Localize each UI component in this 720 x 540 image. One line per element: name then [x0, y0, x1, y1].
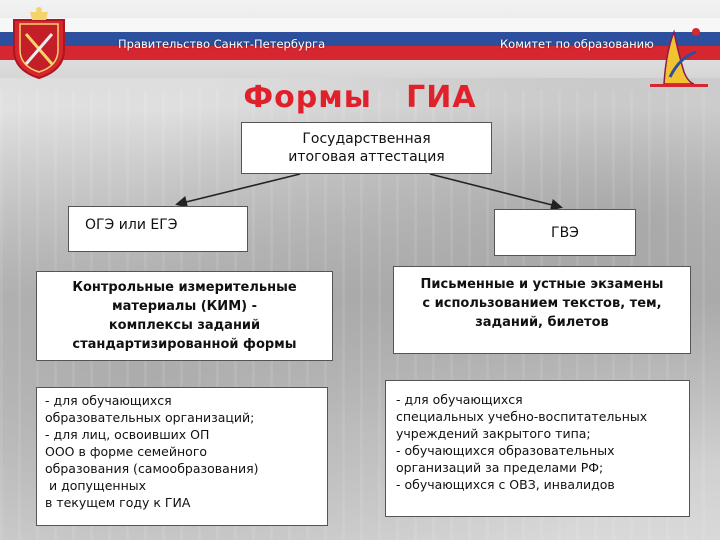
audience-line: организаций за пределами РФ; — [396, 460, 604, 475]
audience-line: - для обучающихся — [396, 392, 523, 407]
root-line: итоговая аттестация — [288, 149, 445, 165]
oge-audience-box: - для обучающихся образовательных органи… — [36, 387, 328, 526]
gia-root-box: Государственная итоговая аттестация — [241, 122, 492, 174]
audience-line: и допущенных — [45, 478, 147, 493]
exam-description-box: Письменные и устные экзамены с использов… — [393, 266, 691, 354]
oge-ege-label: ОГЭ или ЕГЭ — [85, 217, 178, 233]
kim-description-box: Контрольные измерительные материалы (КИМ… — [36, 271, 333, 361]
audience-line: образовательных организаций; — [45, 410, 255, 425]
audience-line: учреждений закрытого типа; — [396, 426, 591, 441]
coat-of-arms-icon — [13, 7, 65, 80]
kim-line: комплексы заданий — [108, 318, 261, 333]
committee-logo-icon — [650, 28, 708, 87]
gve-box: ГВЭ — [494, 209, 636, 256]
flag-strip — [0, 18, 720, 60]
committee-label: Комитет по образованию — [500, 37, 654, 51]
oge-ege-box: ОГЭ или ЕГЭ — [68, 206, 248, 252]
kim-line: Контрольные измерительные — [72, 280, 297, 295]
audience-line: образования (самообразования) — [45, 461, 259, 476]
root-line: Государственная — [302, 131, 431, 147]
kim-line: материалы (КИМ) - — [112, 299, 257, 314]
audience-line: - для лиц, освоивших ОП — [45, 427, 210, 442]
gve-audience-box: - для обучающихся специальных учебно-вос… — [385, 380, 690, 517]
audience-line: ООО в форме семейного — [45, 444, 208, 459]
audience-line: - обучающихся образовательных — [396, 443, 615, 458]
audience-line: - обучающихся с ОВЗ, инвалидов — [396, 477, 615, 492]
audience-line: в текущем году к ГИА — [45, 495, 191, 510]
audience-line: специальных учебно-воспитательных — [396, 409, 648, 424]
gve-label: ГВЭ — [551, 224, 579, 241]
kim-line: стандартизированной формы — [72, 337, 297, 352]
audience-line: - для обучающихся — [45, 393, 172, 408]
exam-line: заданий, билетов — [475, 315, 609, 330]
exam-line: с использованием текстов, тем, — [422, 296, 662, 311]
exam-line: Письменные и устные экзамены — [420, 277, 664, 292]
government-label: Правительство Санкт-Петербурга — [118, 37, 326, 51]
page-title: Формы ГИА — [243, 80, 477, 115]
